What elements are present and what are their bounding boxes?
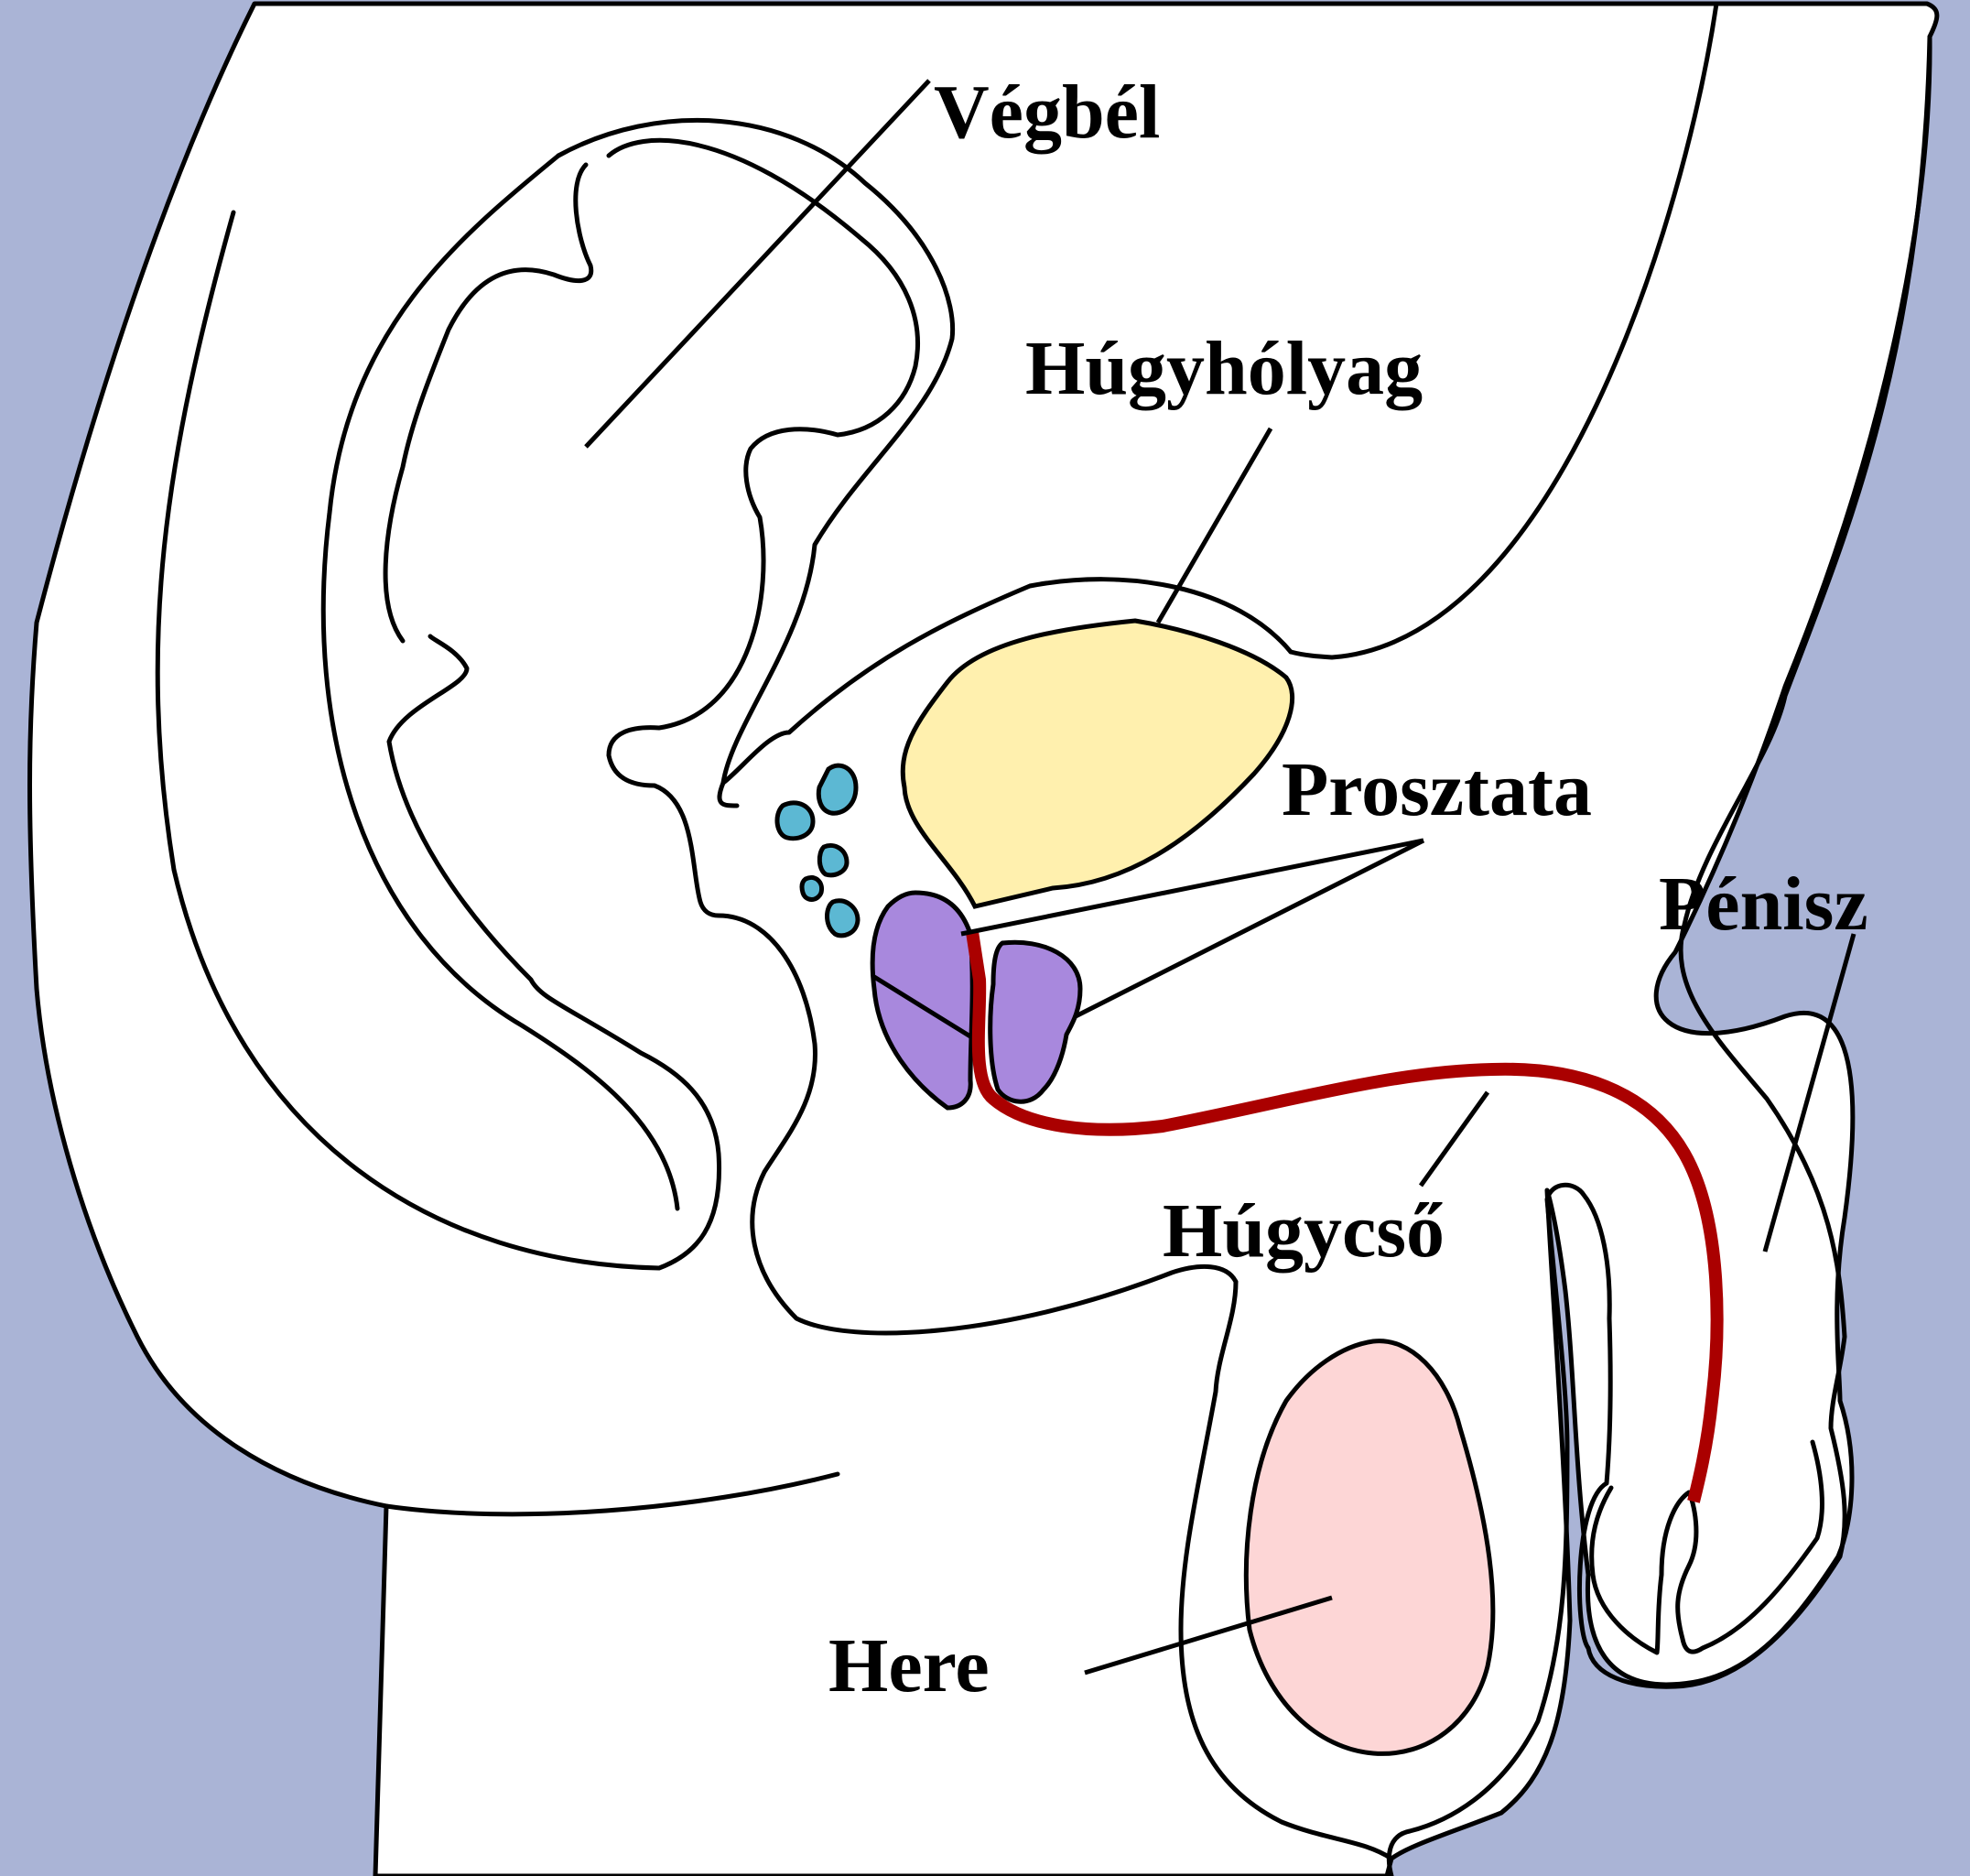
peritoneum [720, 577, 1293, 786]
prostate-divider [871, 974, 973, 1039]
leader-vegbel [584, 79, 931, 449]
thigh-edge [1178, 1279, 1394, 1861]
glans-outline [1589, 1439, 1824, 1655]
rectum-folds [383, 162, 594, 644]
penis-outline [1386, 34, 1932, 1876]
belly-line [1288, 1, 1719, 660]
prostate-right-lobe [988, 939, 1083, 1104]
label-vegbel: Végbél [934, 70, 1160, 155]
testis [1243, 1339, 1496, 1756]
label-here: Here [828, 1623, 990, 1708]
leader-penisz [1762, 933, 1856, 1252]
leader-hugyholyag [1155, 427, 1273, 624]
vesicle-4 [799, 875, 825, 902]
bladder [900, 618, 1294, 909]
rectum-inner-wall [556, 118, 956, 808]
thigh-crease [384, 1471, 840, 1517]
leader-lines [584, 79, 1856, 1675]
leader-prosztata-2 [1074, 838, 1425, 1019]
vesicle-2 [774, 800, 816, 841]
label-hugyholyag: Húgyhólyag [1025, 326, 1423, 411]
leader-hugycso [1418, 1090, 1490, 1187]
leader-here [1084, 1595, 1333, 1675]
seminal-vesicles [774, 763, 861, 938]
back-contour [155, 210, 722, 1271]
label-prosztata: Prosztata [1282, 747, 1592, 832]
urethra [966, 930, 1724, 1503]
vesicle-3 [817, 843, 850, 878]
vesicle-5 [825, 898, 861, 938]
rectum-wall [320, 153, 680, 1211]
vesicle-1 [816, 763, 859, 816]
rectum-lumen [606, 137, 1239, 1336]
leader-prosztata-1 [960, 838, 1424, 937]
label-hugycso: Húgycső [1163, 1188, 1445, 1274]
label-penisz: Pénisz [1659, 862, 1868, 947]
